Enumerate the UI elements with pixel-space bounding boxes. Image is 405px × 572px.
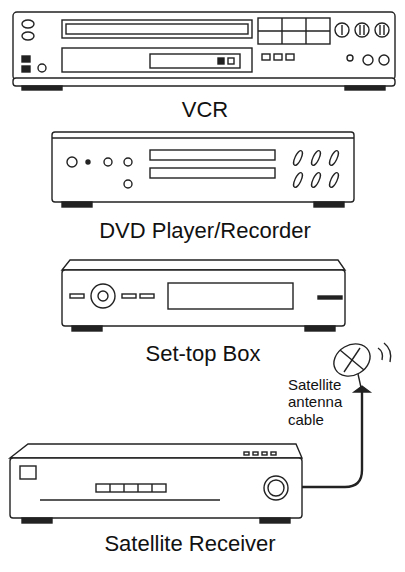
vcr-illustration [13,12,395,90]
device-label: DVD Player/Recorder [99,218,311,243]
satellite-receiver-illustration [10,444,302,523]
cable-label: Satellite antenna cable [288,376,352,428]
device-label: VCR [182,97,228,122]
device-label: Satellite Receiver [104,531,275,556]
set-top-box-illustration [62,260,345,331]
device-label: Set-top Box [146,341,261,366]
dvd-illustration [52,132,354,207]
